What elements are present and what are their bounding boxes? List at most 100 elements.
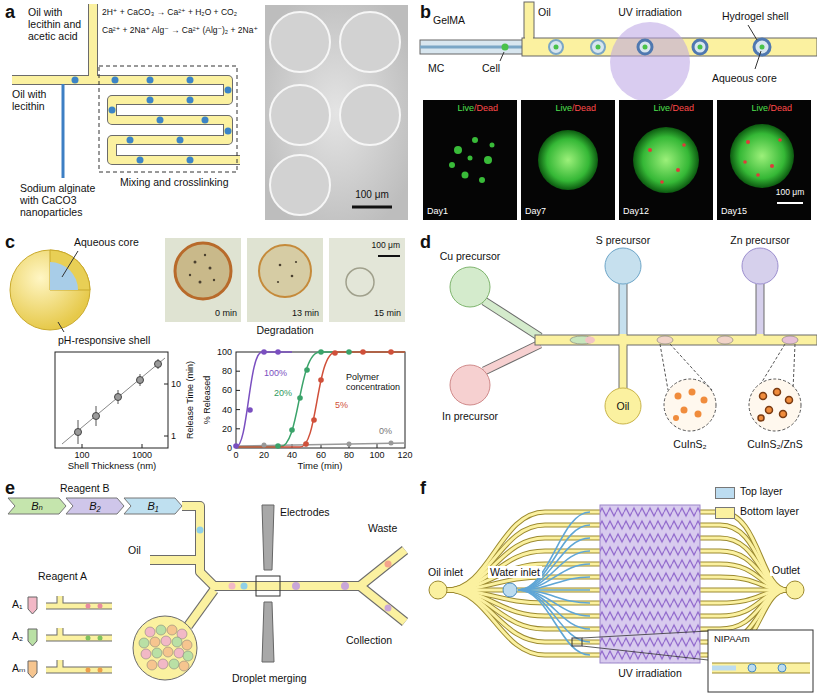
legend-text: Bottom layer <box>740 505 799 517</box>
label: /Dead <box>670 103 694 113</box>
label: Oil with lecithin and acetic acid <box>28 6 90 42</box>
label: 60 <box>316 450 326 460</box>
label: CuInS₂ <box>673 438 706 450</box>
label: 80 <box>222 366 232 376</box>
label: Reagent B <box>60 482 110 494</box>
label: 15 min <box>374 308 401 318</box>
label: 60 <box>222 385 232 395</box>
label: 100 <box>217 347 232 357</box>
label: 5% <box>335 400 348 410</box>
panel-letter: c <box>5 232 15 253</box>
degradation-images <box>165 238 405 322</box>
label: Water inlet <box>488 566 542 578</box>
label: 0 <box>227 443 232 453</box>
label: Aqueous core <box>74 236 139 248</box>
label: Electrodes <box>280 506 330 518</box>
panel-letter: f <box>420 478 426 499</box>
label: 20 <box>259 450 269 460</box>
sequence-segment: B₂ <box>66 498 124 514</box>
segment-outline <box>124 498 182 514</box>
segment-label: B₂ <box>87 500 103 512</box>
label: 100 <box>369 450 384 460</box>
label: 0% <box>379 426 392 436</box>
label: 100 μm <box>776 188 805 198</box>
label: 2H⁺ + CaCO₃ → Ca²⁺ + H₂O + CO₂ <box>102 8 237 18</box>
reagent-a-tubes <box>28 596 112 678</box>
label: Hydrogel shell <box>722 10 789 22</box>
legend-swatch <box>715 487 735 499</box>
label: Oil <box>538 6 551 18</box>
segment-label: Bₙ <box>29 500 45 513</box>
release-time-plot <box>55 352 168 448</box>
label: Live <box>751 103 768 113</box>
label: Cell <box>482 62 500 74</box>
label: Cu precursor <box>440 250 501 262</box>
label: 20 <box>222 424 232 434</box>
panel-letter: b <box>420 2 431 23</box>
label: 120 <box>397 450 412 460</box>
label: /Dead <box>768 103 792 113</box>
label: % Released <box>202 376 212 425</box>
label: Aₘ <box>12 662 26 674</box>
segment-label: B₁ <box>146 500 161 512</box>
label: 100% <box>264 368 287 378</box>
panel-f-chip <box>429 505 813 692</box>
label: Oil inlet <box>428 566 463 578</box>
segment-outline <box>66 498 124 514</box>
live-dead-images <box>423 100 811 220</box>
label: 1000 <box>132 450 152 460</box>
label: CuInS₂/ZnS <box>747 438 802 450</box>
core-shell-capsule <box>10 250 90 332</box>
label: /Dead <box>572 103 596 113</box>
label: Day1 <box>427 206 448 216</box>
label: Aqueous core <box>712 72 777 84</box>
label: 0 min <box>215 308 237 318</box>
label: 100 <box>74 450 89 460</box>
label: 100 μm <box>355 189 389 201</box>
label: Day12 <box>623 206 649 216</box>
legend-swatch <box>715 507 735 519</box>
label: Mixing and crosslinking <box>120 176 229 188</box>
panel-letter: e <box>5 478 15 499</box>
label: 40 <box>287 450 297 460</box>
label: 1 <box>171 431 176 441</box>
label: Time (min) <box>297 461 342 472</box>
label: /Dead <box>474 103 498 113</box>
label: Oil <box>128 544 141 556</box>
label: Reagent A <box>38 570 87 582</box>
panel-letter: a <box>5 2 15 23</box>
label: Degradation <box>256 324 313 336</box>
label: Outlet <box>770 564 802 576</box>
label: 13 min <box>292 308 319 318</box>
label: NIPAAm <box>714 634 750 645</box>
label: Live <box>555 103 572 113</box>
label: Zn precursor <box>730 234 790 246</box>
label: GelMA <box>433 14 465 26</box>
label: A₁ <box>12 598 23 610</box>
label: Oil with lecithin <box>12 88 60 112</box>
label: UV irradiation <box>618 667 682 679</box>
label: Live <box>653 103 670 113</box>
label: Waste <box>368 522 397 534</box>
label: 40 <box>222 404 232 414</box>
label: MC <box>428 62 444 74</box>
panel-b-chip <box>420 2 817 102</box>
label: Ca²⁺ + 2Na⁺ Alg⁻ → Ca²⁺ (Alg⁻)₂ + 2Na⁺ <box>102 26 258 36</box>
label: UV irradiation <box>618 6 682 18</box>
panel-e-chip <box>133 505 405 680</box>
label: Day7 <box>525 206 546 216</box>
label: 10 <box>171 379 181 389</box>
label: Day15 <box>721 206 747 216</box>
label: Shell Thickness (nm) <box>68 461 157 472</box>
label: 20% <box>274 388 292 398</box>
label: Oil <box>617 400 630 412</box>
label: A₂ <box>12 630 23 642</box>
label: 100 μm <box>371 241 400 251</box>
label: Sodium alginate with CaCO3 nanoparticles <box>20 182 102 218</box>
segment-outline <box>8 498 66 514</box>
legend-text: Top layer <box>740 485 783 497</box>
panel-letter: d <box>420 232 431 253</box>
label: Collection <box>346 634 392 646</box>
